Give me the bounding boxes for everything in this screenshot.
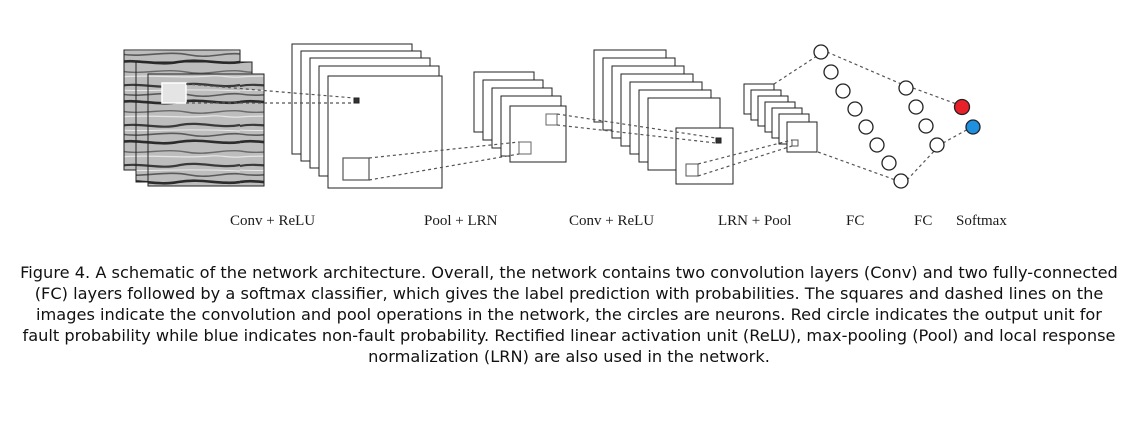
network-architecture-diagram: Conv + ReLU Pool + LRN Conv + ReLU LRN +… xyxy=(123,43,1007,229)
neuron xyxy=(835,83,851,99)
label-softmax: Softmax xyxy=(956,213,1007,229)
figure-caption: Figure 4. A schematic of the network arc… xyxy=(20,263,1118,366)
input-receptive-field xyxy=(161,82,187,104)
neuron xyxy=(881,155,897,171)
lrn-pool-stack xyxy=(743,83,818,153)
neuron xyxy=(929,137,945,153)
conv2-kernel-window xyxy=(685,163,699,177)
label-lrn-pool: LRN + Pool xyxy=(718,213,791,229)
softmax-outputs xyxy=(953,98,981,135)
lrn-pool-unit xyxy=(791,139,799,147)
label-fc-1: FC xyxy=(846,213,864,229)
input-image-stack xyxy=(123,49,265,187)
layer-labels: Conv + ReLU Pool + LRN Conv + ReLU LRN +… xyxy=(230,213,1007,229)
label-conv-relu-1: Conv + ReLU xyxy=(230,213,315,229)
neuron xyxy=(898,80,914,96)
fc2-neurons xyxy=(898,80,945,153)
neuron xyxy=(869,137,885,153)
conv2-front-map xyxy=(675,127,734,185)
lrn-pool-front-map xyxy=(786,121,818,153)
label-conv-relu-2: Conv + ReLU xyxy=(569,213,654,229)
neuron xyxy=(858,119,874,135)
neuron xyxy=(893,173,909,189)
label-pool-lrn: Pool + LRN xyxy=(424,213,498,229)
fc-connections xyxy=(826,51,971,181)
nonfault-output-unit xyxy=(965,119,981,135)
pool-window-bottom xyxy=(518,141,532,155)
neuron xyxy=(813,44,829,60)
neuron xyxy=(918,118,934,134)
neuron xyxy=(823,64,839,80)
fc1-neurons xyxy=(813,44,909,189)
conv1-kernel-window xyxy=(342,157,370,181)
neuron xyxy=(908,99,924,115)
neuron xyxy=(847,101,863,117)
conv-relu-1-stack xyxy=(291,43,443,189)
pool-lrn-stack xyxy=(473,71,567,163)
conv1-unit xyxy=(353,97,360,104)
conv-relu-2-stack xyxy=(593,49,734,185)
conv2-unit xyxy=(715,137,722,144)
operation-dashed-lines xyxy=(185,53,902,183)
fault-output-unit xyxy=(953,98,971,116)
pool-window-top xyxy=(545,113,558,126)
label-fc-2: FC xyxy=(914,213,932,229)
